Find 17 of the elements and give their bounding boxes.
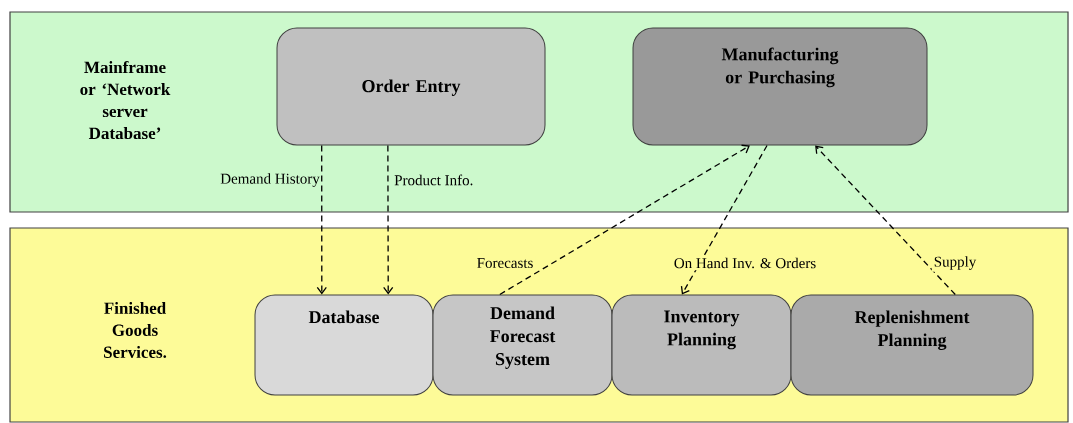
- band-heading: Mainframe or ‘Network server Database’: [80, 60, 171, 140]
- arrow: [680, 144, 768, 295]
- process-box: Inventory Planning: [611, 294, 792, 396]
- process-box: Replenishment Planning: [790, 294, 1034, 396]
- edge-label: Product Info.: [394, 174, 473, 186]
- arrow: [499, 144, 750, 296]
- edge-label: Forecasts: [474, 256, 536, 270]
- arrow: [316, 144, 327, 295]
- process-box: Order Entry: [276, 27, 546, 146]
- arrow: [815, 145, 956, 296]
- process-box: Database: [254, 294, 434, 396]
- band-heading: Finished Goods Services.: [104, 302, 167, 358]
- process-box: Demand Forecast System: [432, 294, 613, 396]
- arrow: [383, 144, 394, 295]
- process-box: Manufacturing or Purchasing: [632, 27, 928, 146]
- edge-label: Demand History: [220, 173, 320, 187]
- edge-label: Supply: [931, 254, 979, 272]
